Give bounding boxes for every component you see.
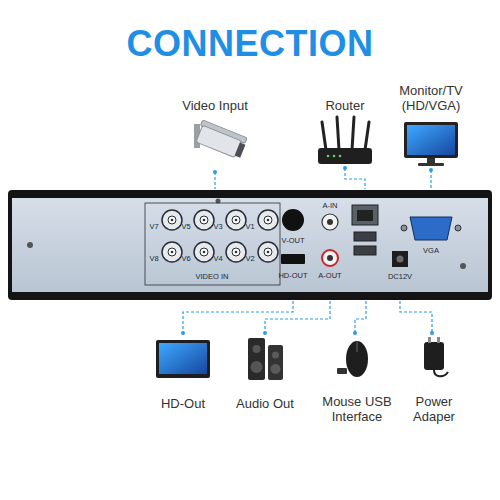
router-led xyxy=(339,155,342,158)
router-body xyxy=(318,148,372,164)
router-antenna xyxy=(322,122,326,150)
camera-body xyxy=(196,125,242,157)
leader-line xyxy=(400,301,432,333)
bnc-connector xyxy=(258,242,278,262)
router-antenna xyxy=(352,117,354,150)
ground-screw xyxy=(460,263,466,269)
channel-label: V6 xyxy=(181,255,190,264)
device-label: Mouse USB Interface xyxy=(315,395,399,425)
power-adapter-icon xyxy=(424,337,448,376)
router-antenna xyxy=(365,122,369,150)
bnc-frame xyxy=(145,203,280,285)
leader-dot xyxy=(181,331,185,335)
leader-dot xyxy=(353,331,357,335)
vga-screw xyxy=(401,225,407,231)
channel-label: V3 xyxy=(213,223,222,232)
vga-screw xyxy=(455,225,461,231)
usb-port xyxy=(354,246,376,255)
port-label: A-OUT xyxy=(318,272,341,281)
vga-port xyxy=(410,217,452,240)
leader-dot xyxy=(213,170,217,174)
leader-dot xyxy=(430,331,434,335)
leader-dot xyxy=(263,331,267,335)
port-label: HD-OUT xyxy=(278,272,307,281)
speaker-icon xyxy=(248,338,283,380)
monitor-icon xyxy=(404,122,458,166)
bnc-connector xyxy=(258,210,278,230)
monitor-screen xyxy=(407,125,455,155)
device-label: Monitor/TV (HD/VGA) xyxy=(393,84,469,114)
channel-label: V8 xyxy=(149,255,158,264)
channel-label: V4 xyxy=(213,255,222,264)
bnc-connector xyxy=(226,210,246,230)
device-label: Audio Out xyxy=(236,397,294,412)
device-label: HD-Out xyxy=(161,397,205,412)
channel-label: V1 xyxy=(245,223,254,232)
rca-pin xyxy=(327,219,333,225)
router-led xyxy=(333,155,336,158)
monitor-base xyxy=(418,163,444,166)
camera-icon xyxy=(194,120,248,160)
port-label: A-IN xyxy=(323,202,338,211)
port-label: DC12V xyxy=(388,273,412,282)
device-label: Power Adaper xyxy=(408,395,460,425)
leader-line xyxy=(345,168,365,189)
tv-icon xyxy=(156,340,210,378)
dvr-rear-panel xyxy=(8,190,492,300)
leader-line xyxy=(430,170,431,189)
panel-screw xyxy=(27,242,33,248)
bnc-connector xyxy=(226,242,246,262)
device-label: Router xyxy=(325,99,364,114)
ethernet-port xyxy=(352,205,378,225)
channel-label: V2 xyxy=(245,255,254,264)
router-icon xyxy=(318,117,372,164)
leader-line xyxy=(183,301,293,333)
bnc-connector xyxy=(162,210,182,230)
leader-line xyxy=(265,301,330,333)
mouse-icon xyxy=(337,341,368,377)
router-antenna xyxy=(337,117,339,150)
channel-label: V7 xyxy=(149,223,158,232)
bnc-connector xyxy=(162,242,182,262)
device-label: Video Input xyxy=(182,99,248,114)
dc-pin xyxy=(397,256,404,263)
router-led xyxy=(327,155,330,158)
port-label: VIDEO IN xyxy=(196,273,229,282)
leader-dot xyxy=(343,166,347,170)
bnc-connector xyxy=(194,242,214,262)
dvr-housing xyxy=(8,190,492,300)
diagram-title: CONNECTION xyxy=(127,23,374,65)
leader-line xyxy=(214,172,215,189)
port-label: VGA xyxy=(423,247,439,256)
leader-line xyxy=(355,301,366,333)
port-label: V-OUT xyxy=(282,237,305,246)
monitor-frame xyxy=(404,122,458,158)
camera-lens xyxy=(235,143,246,158)
vout-port xyxy=(282,209,304,231)
rca-port xyxy=(322,214,338,230)
rca-port xyxy=(322,250,338,266)
rca-pin xyxy=(327,255,333,261)
monitor-stand xyxy=(427,158,435,163)
dvr-panel xyxy=(12,198,488,292)
hdmi-port xyxy=(281,254,305,264)
bnc-connector xyxy=(194,210,214,230)
leader-dot xyxy=(429,168,433,172)
usb-port xyxy=(354,232,376,241)
dc-jack xyxy=(392,251,408,267)
channel-label: V5 xyxy=(181,223,190,232)
ethernet-socket xyxy=(357,210,373,221)
